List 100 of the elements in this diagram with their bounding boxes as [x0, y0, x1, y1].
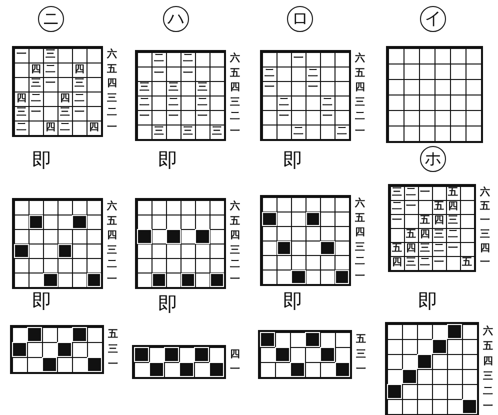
kanji-numeral: 一: [139, 112, 150, 122]
row-number: 二: [230, 260, 240, 270]
row-number: 五: [480, 202, 490, 212]
row-number: 六: [480, 188, 490, 198]
kanji-numeral: 一: [322, 112, 332, 122]
kanji-numeral: 三: [448, 216, 458, 226]
kanji-character: 即: [283, 291, 303, 311]
row-number: 四: [480, 244, 490, 254]
kanji-numeral: 三: [60, 108, 70, 118]
row-number: 四: [355, 228, 365, 238]
kanji-numeral: 三: [406, 258, 416, 268]
kanji-numeral: 一: [434, 258, 444, 268]
kanji-numeral: 三: [197, 83, 208, 94]
row-number: 五: [230, 68, 240, 79]
row-number: 五: [355, 68, 365, 79]
kanji-numeral: 四: [45, 122, 56, 133]
row-number: 一: [480, 216, 490, 226]
grid: [386, 46, 483, 143]
row-number: 一: [355, 126, 365, 137]
grid: [388, 184, 476, 272]
kanji-character: 即: [418, 291, 438, 311]
kanji-numeral: 二: [448, 230, 458, 240]
row-number: 一: [483, 402, 493, 412]
kanji-numeral: 一: [45, 79, 56, 90]
kanji-numeral: 二: [45, 64, 56, 75]
grid: [258, 330, 352, 379]
kanji-numeral: 三: [182, 126, 193, 137]
kanji-numeral: 五: [406, 230, 416, 240]
kanji-numeral: 一: [392, 216, 402, 226]
row-number: 一: [108, 360, 118, 370]
kanji-numeral: 一: [293, 54, 304, 64]
kanji-numeral: 一: [168, 112, 178, 122]
row-number: 三: [108, 344, 118, 354]
kanji-numeral: 四: [434, 216, 444, 226]
circled-letter: ハ: [163, 6, 189, 32]
row-number: 一: [107, 274, 117, 285]
grid: [12, 46, 103, 137]
kanji-numeral: 一: [448, 244, 458, 254]
kanji-character: 即: [158, 150, 178, 170]
row-number: 三: [483, 372, 493, 382]
kanji-numeral: 二: [264, 68, 274, 79]
row-number: 四: [230, 350, 240, 360]
kanji-numeral: 四: [448, 202, 458, 212]
kanji-numeral: 二: [293, 126, 304, 137]
kanji-numeral: 一: [420, 188, 430, 198]
kanji-numeral: 三: [212, 126, 222, 137]
kanji-numeral: 二: [308, 68, 318, 79]
grid: [260, 195, 351, 286]
row-number: 三: [107, 94, 117, 104]
kanji-numeral: 三: [16, 108, 26, 118]
row-number: 四: [230, 83, 240, 94]
kanji-numeral: 五: [434, 202, 444, 212]
kanji-numeral: 二: [74, 94, 84, 104]
row-number: 一: [480, 258, 490, 268]
row-number: 二: [230, 112, 240, 122]
row-number: 二: [355, 112, 365, 122]
row-number: 一: [107, 122, 117, 133]
kanji-numeral: 一: [30, 108, 41, 118]
kanji-numeral: 一: [308, 83, 318, 94]
row-number: 六: [355, 54, 365, 64]
row-number: 二: [483, 386, 493, 396]
row-number: 一: [230, 126, 240, 137]
kanji-character: 即: [32, 291, 52, 311]
kanji-numeral: 二: [197, 98, 208, 108]
kanji-numeral: 四: [30, 64, 41, 75]
kanji-numeral: 四: [60, 94, 70, 104]
row-number: 四: [230, 231, 240, 242]
kanji-numeral: 四: [406, 244, 416, 254]
row-number: 五: [355, 214, 365, 224]
kanji-numeral: 三: [139, 83, 150, 94]
kanji-numeral: 二: [30, 94, 41, 104]
circled-letter: ニ: [38, 6, 64, 32]
kanji-numeral: 四: [392, 258, 402, 268]
row-number: 三: [355, 98, 365, 108]
kanji-numeral: 三: [420, 244, 430, 254]
row-number: 三: [480, 230, 490, 240]
kanji-character: 即: [158, 294, 178, 314]
row-number: 五: [483, 342, 493, 352]
row-number: 六: [107, 202, 117, 212]
kanji-numeral: 二: [139, 98, 150, 108]
kanji-numeral: 二: [434, 244, 444, 254]
kanji-numeral: 五: [420, 216, 430, 226]
row-number: 四: [355, 83, 365, 94]
kanji-numeral: 二: [322, 98, 332, 108]
row-number: 三: [230, 98, 240, 108]
kanji-numeral: 五: [392, 244, 402, 254]
kanji-numeral: 一: [406, 202, 416, 212]
kanji-numeral: 二: [392, 202, 402, 212]
kanji-numeral: 三: [154, 126, 164, 137]
kanji-numeral: 四: [88, 122, 99, 133]
kanji-numeral: 一: [197, 112, 208, 122]
row-number: 四: [483, 356, 493, 366]
kanji-numeral: 三: [392, 188, 402, 198]
kanji-numeral: 四: [420, 230, 430, 240]
row-number: 二: [355, 257, 365, 268]
kanji-numeral: 三: [434, 230, 444, 240]
circled-letter: イ: [420, 6, 446, 32]
kanji-numeral: 一: [74, 108, 84, 118]
grid: [12, 198, 103, 289]
grid: [135, 198, 226, 289]
